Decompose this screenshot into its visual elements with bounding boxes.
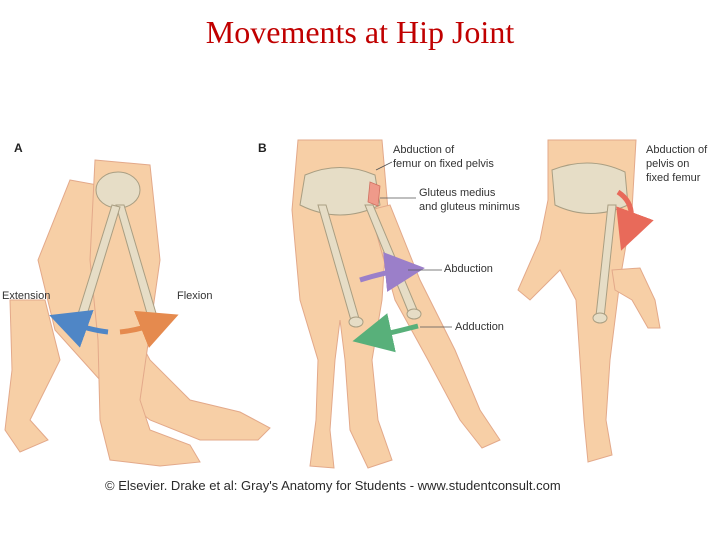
adduction-label: Adduction <box>455 321 504 333</box>
pelvis-bone-c <box>551 162 629 214</box>
gluteus-label-2: and gluteus minimus <box>419 201 520 213</box>
leg-back <box>4 299 61 453</box>
gluteus-muscle <box>367 181 381 207</box>
raised-leg <box>611 267 661 329</box>
extension-label: Extension <box>2 290 50 302</box>
abduction-pelvis-label-1: Abduction of <box>646 144 708 156</box>
pelvis-bone-a <box>95 171 141 209</box>
adduction-arrow <box>352 313 419 353</box>
abduction-arrow <box>359 252 425 292</box>
gluteus-label-1: Gluteus medius <box>419 187 496 199</box>
pelvis-bone-b <box>299 167 381 216</box>
slide-title: Movements at Hip Joint <box>205 14 515 50</box>
abduction-pelvis-label-2: pelvis on <box>646 158 689 170</box>
panel-b-letter: B <box>258 141 267 155</box>
abduction-femur-label-2: femur on fixed pelvis <box>393 158 494 170</box>
abduction-pelvis-label-3: fixed femur <box>646 172 701 184</box>
extension-arrow <box>49 310 109 348</box>
flexion-arrow <box>119 310 179 348</box>
legs-standing <box>291 139 393 469</box>
panel-a-letter: A <box>14 141 23 155</box>
pelvis-abduction-arrow <box>616 189 654 251</box>
panel-b: B Abduction of femur on fixed pelvis Glu… <box>258 139 520 469</box>
panel-b-right: Abduction of pelvis on fixed femur <box>517 139 708 463</box>
panel-a: A Extension Flexion <box>2 141 271 467</box>
flexion-label: Flexion <box>177 290 212 302</box>
abduction-label: Abduction <box>444 263 493 275</box>
abduction-femur-label-1: Abduction of <box>393 144 455 156</box>
figure-credit: © Elsevier. Drake et al: Gray's Anatomy … <box>105 478 561 493</box>
